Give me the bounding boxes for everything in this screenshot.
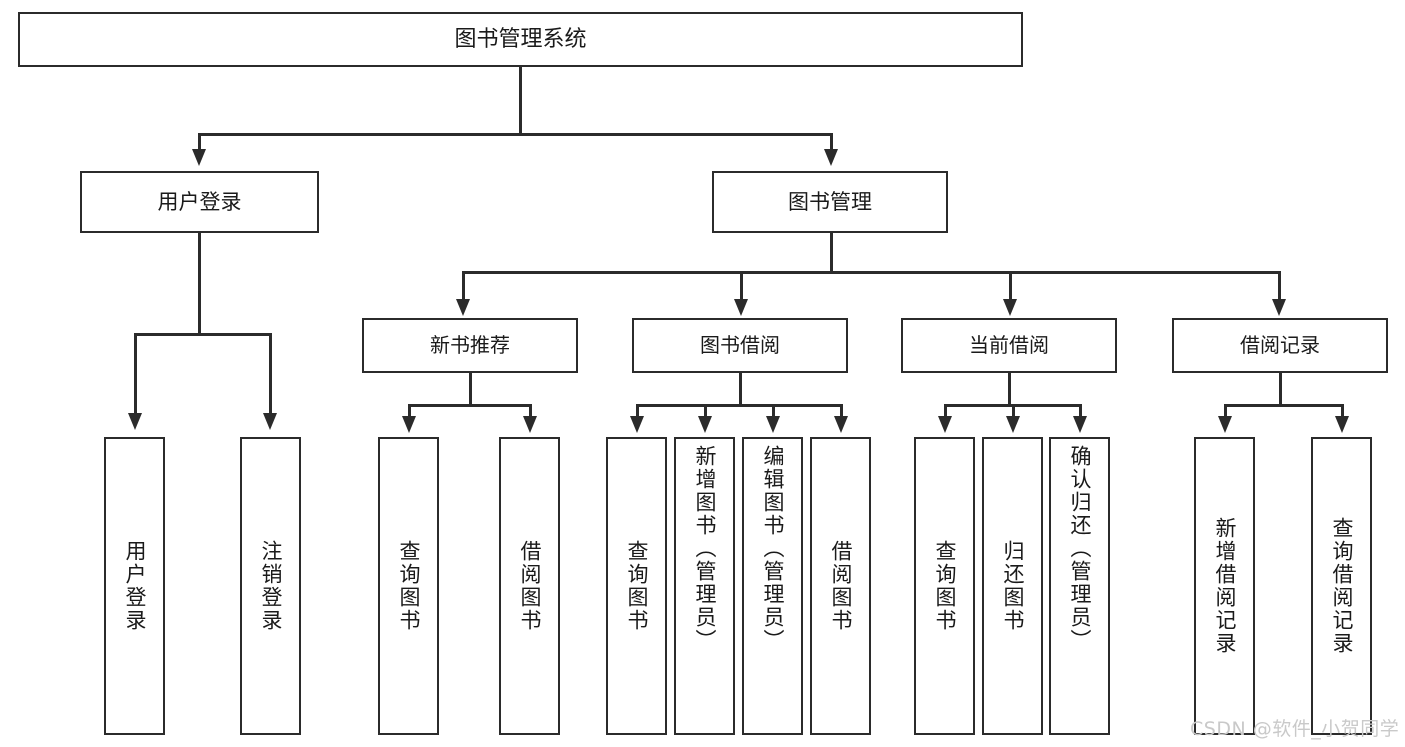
node-leaf-query-book-2[interactable]: 查询图书 bbox=[606, 437, 667, 735]
node-leaf-return-book[interactable]: 归还图书 bbox=[982, 437, 1043, 735]
arrow-to-leaf-return-book bbox=[1006, 416, 1020, 433]
arrow-to-new-book-rec bbox=[456, 299, 470, 316]
node-leaf-query-book-3-label: 查询图书 bbox=[933, 540, 957, 632]
connector-book-borrow-stem bbox=[739, 373, 742, 406]
connector-nbr-drop-2 bbox=[529, 404, 532, 418]
node-leaf-borrow-book-1[interactable]: 借阅图书 bbox=[499, 437, 560, 735]
node-leaf-user-login-label: 用户登录 bbox=[123, 540, 147, 632]
node-book-borrow[interactable]: 图书借阅 bbox=[632, 318, 848, 373]
node-leaf-confirm-return[interactable]: 确认归还（管理员） bbox=[1049, 437, 1110, 735]
arrow-to-leaf-user-login bbox=[128, 413, 142, 430]
node-book-borrow-label: 图书借阅 bbox=[700, 333, 780, 357]
node-leaf-user-login[interactable]: 用户登录 bbox=[104, 437, 165, 735]
arrow-to-leaf-query-book-1 bbox=[402, 416, 416, 433]
node-borrow-record-label: 借阅记录 bbox=[1240, 333, 1320, 357]
arrow-to-leaf-query-record bbox=[1335, 416, 1349, 433]
node-leaf-confirm-return-label: 确认归还（管理员） bbox=[1068, 445, 1092, 652]
arrow-to-user-login bbox=[192, 149, 206, 166]
connector-nbr-drop-1 bbox=[408, 404, 411, 418]
connector-cb-drop-3 bbox=[1079, 404, 1082, 418]
arrow-to-borrow-record bbox=[1272, 299, 1286, 316]
connector-borrow-record-stem bbox=[1279, 373, 1282, 406]
arrow-to-leaf-edit-book bbox=[766, 416, 780, 433]
arrow-to-leaf-add-book bbox=[698, 416, 712, 433]
connector-cb-drop-2 bbox=[1012, 404, 1015, 418]
node-root-label: 图书管理系统 bbox=[454, 26, 587, 52]
node-current-borrow-label: 当前借阅 bbox=[969, 333, 1049, 357]
arrow-to-leaf-borrow-book-1 bbox=[523, 416, 537, 433]
connector-borrow-record-bus bbox=[1224, 404, 1343, 407]
node-leaf-query-book-3[interactable]: 查询图书 bbox=[914, 437, 975, 735]
node-leaf-add-book-label: 新增图书（管理员） bbox=[693, 445, 717, 652]
node-leaf-add-book[interactable]: 新增图书（管理员） bbox=[674, 437, 735, 735]
node-leaf-query-book-1[interactable]: 查询图书 bbox=[378, 437, 439, 735]
connector-new-book-rec-stem bbox=[469, 373, 472, 406]
node-leaf-logout-label: 注销登录 bbox=[259, 540, 283, 632]
connector-bb-drop-3 bbox=[772, 404, 775, 418]
arrow-to-leaf-add-record bbox=[1218, 416, 1232, 433]
node-user-login-label: 用户登录 bbox=[157, 189, 242, 214]
connector-bb-drop-2 bbox=[704, 404, 707, 418]
arrow-to-leaf-borrow-book-2 bbox=[834, 416, 848, 433]
node-new-book-rec-label: 新书推荐 bbox=[430, 333, 510, 357]
connector-root-stem bbox=[519, 67, 522, 135]
connector-current-borrow-stem bbox=[1008, 373, 1011, 406]
node-book-manage[interactable]: 图书管理 bbox=[712, 171, 948, 233]
arrow-to-leaf-logout bbox=[263, 413, 277, 430]
node-leaf-query-record[interactable]: 查询借阅记录 bbox=[1311, 437, 1372, 735]
node-leaf-add-record-label: 新增借阅记录 bbox=[1213, 517, 1237, 655]
connector-root-bus bbox=[198, 133, 832, 136]
connector-root-drop-2 bbox=[830, 133, 833, 151]
arrow-to-book-manage bbox=[824, 149, 838, 166]
node-book-manage-label: 图书管理 bbox=[788, 189, 872, 214]
connector-cb-drop-1 bbox=[944, 404, 947, 418]
node-user-login[interactable]: 用户登录 bbox=[80, 171, 319, 233]
node-leaf-query-book-2-label: 查询图书 bbox=[625, 540, 649, 632]
connector-l3-drop-4 bbox=[1278, 271, 1281, 301]
arrow-to-current-borrow bbox=[1003, 299, 1017, 316]
node-leaf-add-record[interactable]: 新增借阅记录 bbox=[1194, 437, 1255, 735]
node-leaf-logout[interactable]: 注销登录 bbox=[240, 437, 301, 735]
connector-l3-drop-1 bbox=[462, 271, 465, 301]
arrow-to-leaf-query-book-3 bbox=[938, 416, 952, 433]
connector-user-login-drop-1 bbox=[134, 333, 137, 415]
connector-new-book-rec-bus bbox=[408, 404, 531, 407]
node-leaf-borrow-book-1-label: 借阅图书 bbox=[518, 540, 542, 632]
node-leaf-borrow-book-2-label: 借阅图书 bbox=[829, 540, 853, 632]
connector-book-manage-bus bbox=[462, 271, 1280, 274]
node-root[interactable]: 图书管理系统 bbox=[18, 12, 1023, 67]
connector-bb-drop-4 bbox=[840, 404, 843, 418]
node-new-book-rec[interactable]: 新书推荐 bbox=[362, 318, 578, 373]
connector-user-login-stem bbox=[198, 233, 201, 335]
arrow-to-leaf-query-book-2 bbox=[630, 416, 644, 433]
node-leaf-query-book-1-label: 查询图书 bbox=[397, 540, 421, 632]
connector-root-drop-1 bbox=[198, 133, 201, 151]
node-leaf-edit-book[interactable]: 编辑图书（管理员） bbox=[742, 437, 803, 735]
connector-l3-drop-3 bbox=[1009, 271, 1012, 301]
node-leaf-query-record-label: 查询借阅记录 bbox=[1330, 517, 1354, 655]
connector-user-login-drop-2 bbox=[269, 333, 272, 415]
arrow-to-book-borrow bbox=[734, 299, 748, 316]
node-borrow-record[interactable]: 借阅记录 bbox=[1172, 318, 1388, 373]
connector-bb-drop-1 bbox=[636, 404, 639, 418]
connector-br-drop-1 bbox=[1224, 404, 1227, 418]
connector-l3-drop-2 bbox=[740, 271, 743, 301]
arrow-to-leaf-confirm-return bbox=[1073, 416, 1087, 433]
connector-user-login-bus bbox=[134, 333, 271, 336]
connector-br-drop-2 bbox=[1341, 404, 1344, 418]
node-leaf-edit-book-label: 编辑图书（管理员） bbox=[761, 445, 785, 652]
connector-book-manage-stem bbox=[830, 233, 833, 273]
node-current-borrow[interactable]: 当前借阅 bbox=[901, 318, 1117, 373]
node-leaf-borrow-book-2[interactable]: 借阅图书 bbox=[810, 437, 871, 735]
node-leaf-return-book-label: 归还图书 bbox=[1001, 540, 1025, 632]
connector-book-borrow-bus bbox=[636, 404, 842, 407]
